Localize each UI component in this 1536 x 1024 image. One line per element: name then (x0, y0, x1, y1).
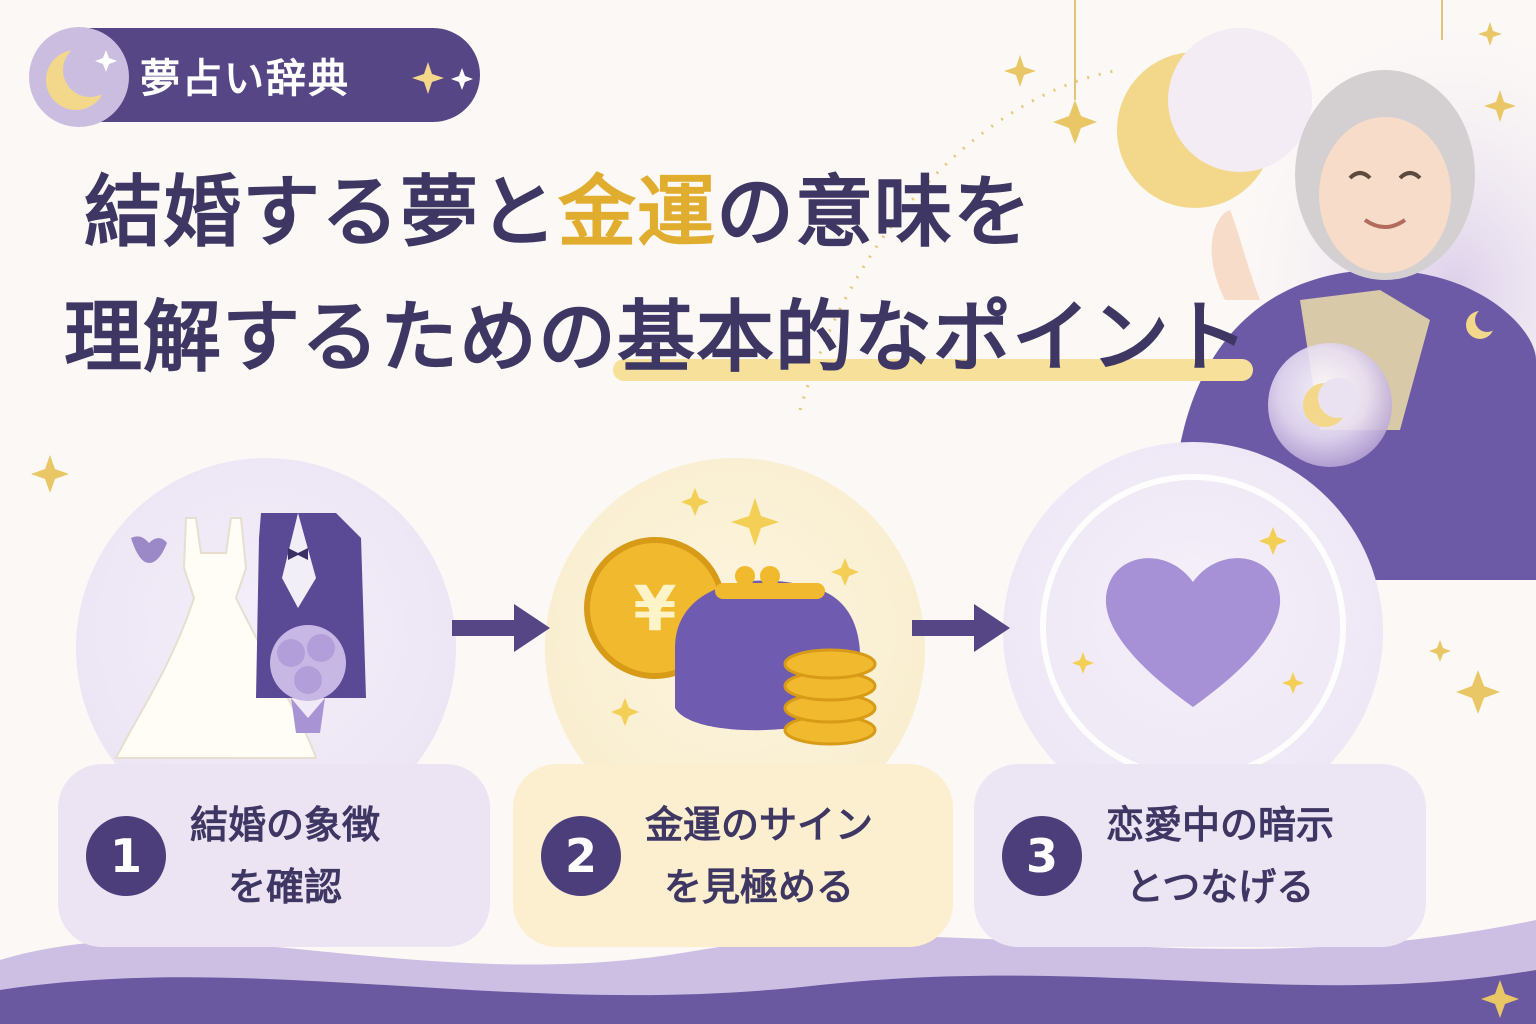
dictionary-badge: 夢占い辞典 (29, 27, 480, 127)
wedding-dress-tuxedo-icon (114, 513, 366, 759)
title-text: 結婚する夢と (84, 167, 559, 258)
sparkle-icon (412, 62, 473, 94)
svg-text:¥: ¥ (633, 572, 676, 645)
step-number-3: 3 (1002, 815, 1082, 896)
step-card-1: 1 結婚の象徴 を確認 (58, 764, 490, 947)
step-2-line-1: 金運のサイン (645, 802, 874, 847)
step-number-2: 2 (541, 815, 621, 896)
coin-purse-icon: ¥ (584, 488, 877, 746)
step-1-line-1: 結婚の象徴 (190, 802, 381, 847)
page-title-line-1: 結婚する夢と金運の意味を (84, 150, 1032, 262)
step-1-text: 結婚の象徴 を確認 (190, 794, 380, 918)
title-text: 理解するための (64, 292, 618, 383)
title-gold-text: 金運 (558, 167, 717, 258)
badge-label: 夢占い辞典 (140, 56, 350, 102)
page-title-line-2: 理解するための基本的なポイント (64, 275, 1254, 387)
step-3-line-1: 恋愛中の暗示 (1106, 802, 1335, 847)
step-card-2: 2 金運のサイン を見極める (513, 764, 953, 947)
step-1-line-2: を確認 (228, 864, 343, 909)
step-3-illustration (1003, 442, 1383, 822)
step-3-line-2: とつなげる (1125, 864, 1315, 909)
step-3-text: 恋愛中の暗示 とつなげる (1106, 794, 1334, 918)
step-card-3: 3 恋愛中の暗示 とつなげる (974, 764, 1426, 947)
moon-icon (29, 27, 129, 127)
title-highlight-text: 基本的なポイント (613, 275, 1254, 387)
title-text: の意味を (716, 167, 1033, 258)
arrow-right-icon (452, 604, 550, 652)
fortune-teller-illustration (1175, 70, 1536, 580)
step-2-text: 金運のサイン を見極める (645, 794, 873, 918)
step-2-line-2: を見極める (664, 864, 855, 909)
step-number-1: 1 (86, 815, 166, 896)
arrow-right-icon (912, 604, 1010, 652)
crescent-moon-icon (1117, 28, 1312, 208)
